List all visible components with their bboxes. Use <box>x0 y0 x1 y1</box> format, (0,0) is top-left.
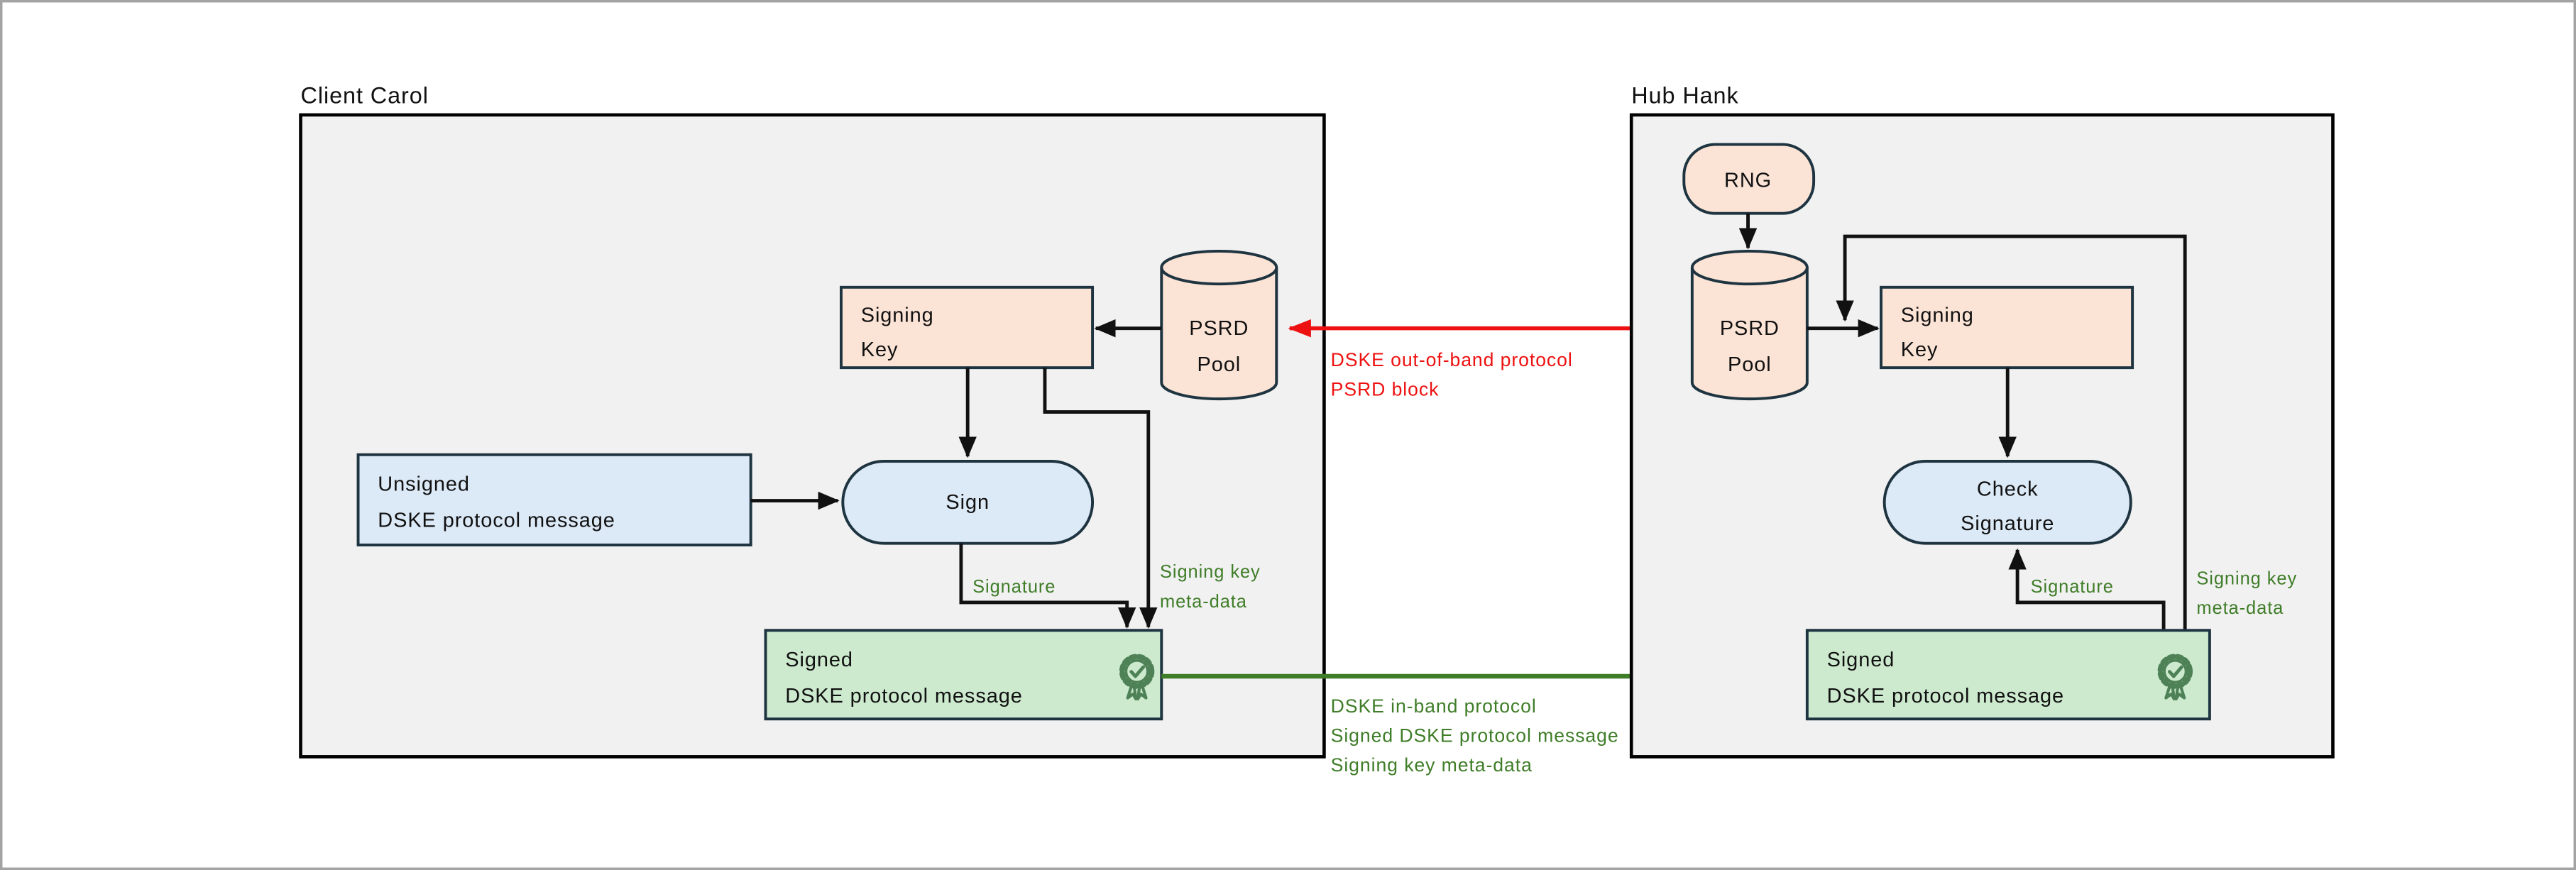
hub-signing-key-line1: Signing <box>1901 304 1974 326</box>
in-band-label-line1: DSKE in-band protocol <box>1331 695 1537 717</box>
client-signing-key-line2: Key <box>861 338 899 361</box>
arrow-hub-meta-data-return <box>1836 234 2187 631</box>
client-unsigned-line1: Unsigned <box>378 473 470 496</box>
hub-signed-line2: DSKE protocol message <box>1827 685 2064 707</box>
client-signing-key-node: Signing Key <box>840 285 1095 370</box>
hub-psrd-pool-line2: Pool <box>1728 353 1772 376</box>
hub-psrd-pool-line1: PSRD <box>1720 317 1780 340</box>
client-sign-label: Sign <box>946 491 990 514</box>
arrow-hub-signature <box>2008 548 2166 631</box>
client-signing-key-line1: Signing <box>861 304 934 326</box>
in-band-label-line3: Signing key meta-data <box>1331 754 1533 776</box>
in-band-label-line2: Signed DSKE protocol message <box>1331 725 1619 747</box>
client-unsigned-line2: DSKE protocol message <box>378 510 615 532</box>
hub-meta-label-line2: meta-data <box>2196 598 2284 618</box>
client-meta-label-line2: meta-data <box>1160 592 1247 612</box>
out-of-band-label-line2: PSRD block <box>1331 378 1440 400</box>
hub-signed-line1: Signed <box>1827 649 1895 671</box>
hub-meta-label-line1: Signing key <box>2196 569 2297 589</box>
hub-psrd-pool-node: PSRD Pool <box>1690 249 1809 401</box>
hub-signature-label: Signature <box>2031 577 2114 597</box>
arrow-client-meta-data <box>1043 368 1158 629</box>
hub-signed-message-node: Signed DSKE protocol message <box>1805 629 2211 721</box>
hub-check-signature-node: Check Signature <box>1882 460 2132 545</box>
hub-hank-group: Hub Hank RNG PSRD Pool Signing Key <box>1629 83 2335 759</box>
client-sign-node: Sign <box>841 460 1095 545</box>
hub-rng-label: RNG <box>1724 170 1772 192</box>
hub-check-signature-line2: Signature <box>1961 512 2054 535</box>
hub-check-signature-line1: Check <box>1977 478 2039 501</box>
hub-signing-key-line2: Key <box>1901 338 1939 361</box>
client-unsigned-message-node: Unsigned DSKE protocol message <box>356 453 752 546</box>
hub-signing-key-node: Signing Key <box>1880 285 2134 370</box>
client-title: Client Carol <box>301 83 429 109</box>
hub-title: Hub Hank <box>1631 83 1738 109</box>
client-carol-group: Client Carol Signing Key PSRD Pool Unsig… <box>299 83 1326 759</box>
client-signed-line1: Signed <box>785 649 853 671</box>
client-psrd-pool-node: PSRD Pool <box>1160 249 1278 401</box>
client-signature-label: Signature <box>972 577 1056 597</box>
arrow-client-signature <box>959 543 1136 629</box>
hub-rng-node: RNG <box>1682 143 1816 215</box>
client-psrd-pool-line1: PSRD <box>1189 317 1249 340</box>
client-signed-line2: DSKE protocol message <box>785 685 1022 707</box>
client-psrd-pool-line2: Pool <box>1197 353 1242 376</box>
client-meta-label-line1: Signing key <box>1160 562 1261 582</box>
client-signed-message-node: Signed DSKE protocol message <box>764 629 1163 721</box>
out-of-band-label-line1: DSKE out-of-band protocol <box>1331 349 1573 370</box>
